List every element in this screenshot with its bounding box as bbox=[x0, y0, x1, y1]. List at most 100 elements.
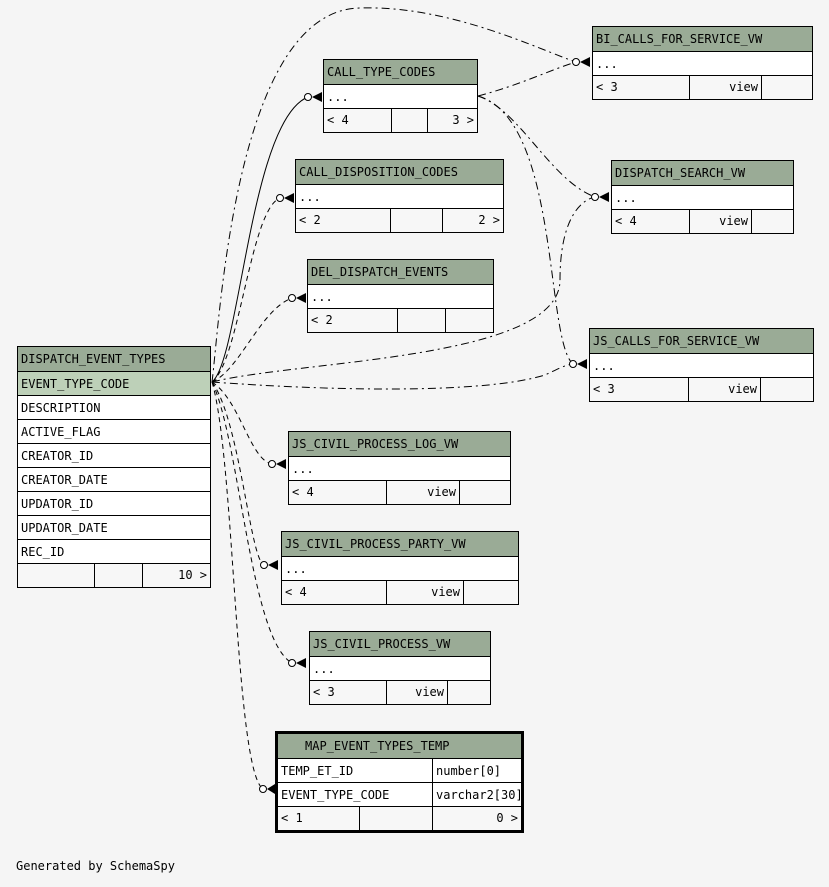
table-title: BI_CALLS_FOR_SERVICE_VW bbox=[593, 27, 812, 52]
column-row[interactable]: ... bbox=[593, 52, 812, 76]
table-del-dispatch-events[interactable]: DEL_DISPATCH_EVENTS ... < 2 bbox=[307, 259, 494, 333]
table-title: JS_CIVIL_PROCESS_PARTY_VW bbox=[282, 532, 518, 557]
row-count bbox=[95, 564, 143, 587]
edge-map-event-types-temp bbox=[211, 381, 264, 790]
column-row[interactable]: REC_ID bbox=[18, 540, 210, 564]
view-indicator: view bbox=[387, 481, 460, 504]
parents-count bbox=[18, 564, 95, 587]
view-indicator: view bbox=[690, 210, 752, 233]
row-count bbox=[391, 209, 443, 232]
table-js-calls-for-service-vw[interactable]: JS_CALLS_FOR_SERVICE_VW ... < 3 view bbox=[589, 328, 814, 402]
column-row[interactable]: TEMP_ET_ID number[0] bbox=[278, 759, 521, 783]
table-call-disposition-codes[interactable]: CALL_DISPOSITION_CODES ... < 2 2 > bbox=[295, 159, 504, 233]
children-count: 3 > bbox=[452, 113, 474, 127]
edge-del-dispatch-events bbox=[211, 297, 293, 383]
children-count bbox=[464, 581, 518, 604]
table-title: CALL_TYPE_CODES bbox=[324, 60, 477, 85]
children-count bbox=[762, 76, 812, 99]
table-footer: < 1 0 > bbox=[278, 807, 521, 830]
parents-count: < 4 bbox=[289, 481, 387, 504]
children-count: 10 > bbox=[178, 568, 207, 582]
generated-by-credit: Generated by SchemaSpy bbox=[16, 859, 175, 873]
column-type: varchar2[30] bbox=[436, 788, 521, 802]
column-row[interactable]: ... bbox=[289, 457, 510, 481]
view-indicator: view bbox=[690, 76, 762, 99]
table-footer: < 4 view bbox=[612, 210, 793, 233]
edge-call-disposition-codes bbox=[211, 197, 281, 383]
edge-bi-calls-for-service bbox=[211, 7, 577, 383]
column-row[interactable]: EVENT_TYPE_CODE bbox=[18, 372, 210, 396]
parents-count: < 3 bbox=[593, 76, 690, 99]
edge-ctc-js-calls bbox=[477, 95, 574, 365]
column-row[interactable]: ... bbox=[590, 354, 813, 378]
column-name: TEMP_ET_ID bbox=[278, 759, 433, 782]
table-footer: < 4 3 > bbox=[324, 109, 477, 132]
column-row[interactable]: ... bbox=[310, 657, 490, 681]
parents-count: < 3 bbox=[590, 378, 689, 401]
column-name: EVENT_TYPE_CODE bbox=[278, 783, 433, 806]
view-indicator: view bbox=[689, 378, 761, 401]
table-footer: < 3 view bbox=[310, 681, 490, 704]
column-row[interactable]: ... bbox=[308, 285, 493, 309]
column-row[interactable]: UPDATOR_ID bbox=[18, 492, 210, 516]
column-row[interactable]: CREATOR_ID bbox=[18, 444, 210, 468]
row-count bbox=[392, 109, 428, 132]
table-title: CALL_DISPOSITION_CODES bbox=[296, 160, 503, 185]
edge-js-civil-process-log bbox=[211, 381, 273, 465]
column-row[interactable]: CREATOR_DATE bbox=[18, 468, 210, 492]
table-call-type-codes[interactable]: CALL_TYPE_CODES ... < 4 3 > bbox=[323, 59, 478, 133]
row-count bbox=[360, 807, 433, 830]
table-footer: < 3 view bbox=[593, 76, 812, 99]
parents-count: < 2 bbox=[296, 209, 391, 232]
column-row[interactable]: EVENT_TYPE_CODE varchar2[30] bbox=[278, 783, 521, 807]
children-count bbox=[460, 481, 510, 504]
table-js-civil-process-log-vw[interactable]: JS_CIVIL_PROCESS_LOG_VW ... < 4 view bbox=[288, 431, 511, 505]
row-count bbox=[398, 309, 446, 332]
children-count: 2 > bbox=[478, 213, 500, 227]
column-type: number[0] bbox=[436, 764, 502, 778]
edge-js-civil-process-party bbox=[211, 381, 265, 566]
edge-dispatch-search bbox=[211, 196, 596, 383]
table-js-civil-process-vw[interactable]: JS_CIVIL_PROCESS_VW ... < 3 view bbox=[309, 631, 491, 705]
table-dispatch-search-vw[interactable]: DISPATCH_SEARCH_VW ... < 4 view bbox=[611, 160, 794, 234]
table-map-event-types-temp[interactable]: MAP_EVENT_TYPES_TEMP TEMP_ET_ID number[0… bbox=[275, 731, 524, 833]
edge-js-civil-process bbox=[211, 381, 293, 664]
column-row[interactable]: ... bbox=[324, 85, 477, 109]
table-title: DEL_DISPATCH_EVENTS bbox=[308, 260, 493, 285]
edge-ctc-bi-calls bbox=[477, 61, 577, 97]
edge-call-type-codes bbox=[211, 96, 309, 383]
column-row[interactable]: DESCRIPTION bbox=[18, 396, 210, 420]
edge-ctc-dispatch-search bbox=[477, 95, 596, 198]
column-row[interactable]: ACTIVE_FLAG bbox=[18, 420, 210, 444]
parents-count: < 2 bbox=[308, 309, 398, 332]
children-count bbox=[446, 309, 493, 332]
children-count bbox=[752, 210, 793, 233]
table-title: JS_CALLS_FOR_SERVICE_VW bbox=[590, 329, 813, 354]
edge-js-calls-for-service bbox=[211, 363, 574, 390]
parents-count: < 1 bbox=[278, 807, 360, 830]
table-footer: < 4 view bbox=[289, 481, 510, 504]
parents-count: < 4 bbox=[324, 109, 392, 132]
column-row[interactable]: ... bbox=[612, 186, 793, 210]
table-bi-calls-for-service-vw[interactable]: BI_CALLS_FOR_SERVICE_VW ... < 3 view bbox=[592, 26, 813, 100]
column-row[interactable]: UPDATOR_DATE bbox=[18, 516, 210, 540]
table-footer: 10 > bbox=[18, 564, 210, 587]
view-indicator: view bbox=[387, 581, 464, 604]
parents-count: < 3 bbox=[310, 681, 387, 704]
table-title: DISPATCH_EVENT_TYPES bbox=[18, 347, 210, 372]
table-footer: < 2 bbox=[308, 309, 493, 332]
table-js-civil-process-party-vw[interactable]: JS_CIVIL_PROCESS_PARTY_VW ... < 4 view bbox=[281, 531, 519, 605]
parents-count: < 4 bbox=[612, 210, 690, 233]
children-count bbox=[761, 378, 813, 401]
column-row[interactable]: ... bbox=[296, 185, 503, 209]
table-dispatch-event-types[interactable]: DISPATCH_EVENT_TYPES EVENT_TYPE_CODE DES… bbox=[17, 346, 211, 588]
table-footer: < 3 view bbox=[590, 378, 813, 401]
table-footer: < 2 2 > bbox=[296, 209, 503, 232]
table-title: JS_CIVIL_PROCESS_VW bbox=[310, 632, 490, 657]
children-count bbox=[448, 681, 490, 704]
table-title: JS_CIVIL_PROCESS_LOG_VW bbox=[289, 432, 510, 457]
children-count: 0 > bbox=[496, 811, 518, 825]
table-title: MAP_EVENT_TYPES_TEMP bbox=[278, 734, 521, 759]
column-row[interactable]: ... bbox=[282, 557, 518, 581]
